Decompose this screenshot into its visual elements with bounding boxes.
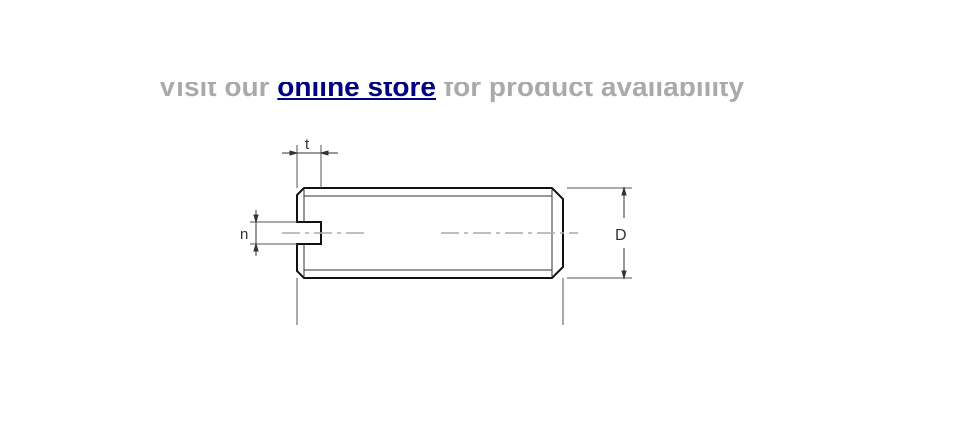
label-d: D bbox=[615, 227, 627, 244]
screw-outline bbox=[296, 187, 564, 279]
label-n: n bbox=[240, 226, 248, 243]
dimension-d bbox=[621, 186, 627, 280]
screw-body bbox=[296, 187, 564, 279]
arrow-d-bottom bbox=[621, 270, 627, 280]
arrow-d-top bbox=[621, 186, 627, 196]
online-store-link[interactable]: online store bbox=[277, 82, 436, 102]
banner-prefix: Visit our bbox=[158, 82, 270, 102]
dimension-n bbox=[253, 210, 259, 256]
arrow-n-top bbox=[253, 214, 259, 224]
promo-banner: Visit our online store for product avail… bbox=[158, 82, 744, 112]
dimension-t bbox=[282, 150, 338, 156]
arrow-t-left bbox=[289, 150, 299, 156]
arrow-t-right bbox=[319, 150, 329, 156]
extension-lines bbox=[250, 145, 632, 325]
label-t: t bbox=[305, 136, 310, 153]
arrow-n-bottom bbox=[253, 242, 259, 252]
thread-lines bbox=[303, 188, 553, 278]
banner-suffix: for product availability bbox=[443, 82, 745, 102]
